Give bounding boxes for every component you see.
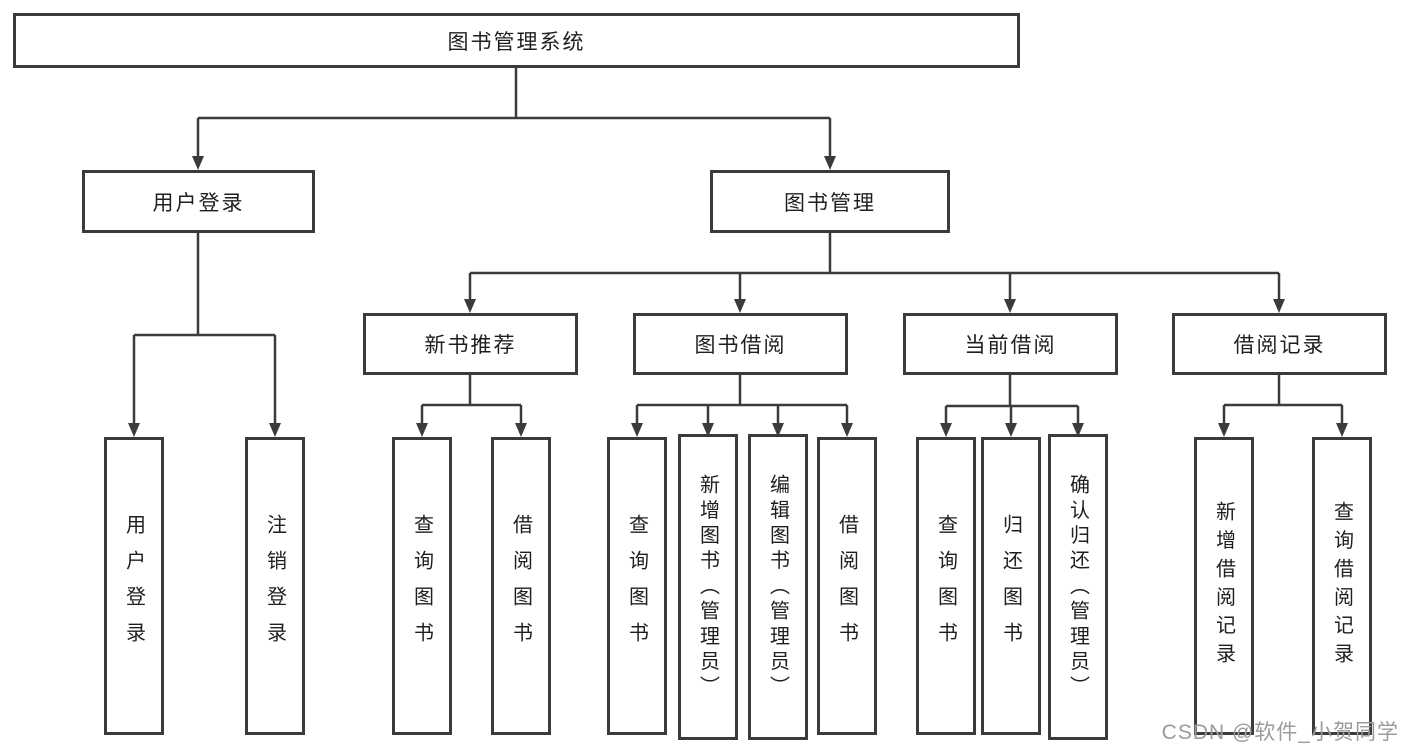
csdn-watermark: CSDN @软件_小贺同学 — [1161, 721, 1399, 744]
node-book-borrow: 图书借阅 — [633, 313, 848, 375]
leaf-query-borrow-record: 查询借阅记录 — [1312, 437, 1372, 735]
leaf-current-query-books: 查询图书 — [916, 437, 976, 735]
node-user-login: 用户登录 — [82, 170, 315, 233]
leaf-add-borrow-record: 新增借阅记录 — [1194, 437, 1254, 735]
leaf-borrow-query-books: 查询图书 — [607, 437, 667, 735]
leaf-edit-books-admin: 编辑图书（管理员） — [748, 434, 808, 740]
leaf-recommend-query-books: 查询图书 — [392, 437, 452, 735]
node-new-book-recommend: 新书推荐 — [363, 313, 578, 375]
leaf-recommend-borrow-books: 借阅图书 — [491, 437, 551, 735]
leaf-return-books: 归还图书 — [981, 437, 1041, 735]
leaf-borrow-books: 借阅图书 — [817, 437, 877, 735]
leaf-add-books-admin: 新增图书（管理员） — [678, 434, 738, 740]
leaf-user-login: 用户登录 — [104, 437, 164, 735]
leaf-logout: 注销登录 — [245, 437, 305, 735]
node-root-system: 图书管理系统 — [13, 13, 1020, 68]
node-borrow-records: 借阅记录 — [1172, 313, 1387, 375]
node-book-management: 图书管理 — [710, 170, 950, 233]
leaf-confirm-return-admin: 确认归还（管理员） — [1048, 434, 1108, 740]
node-current-borrow: 当前借阅 — [903, 313, 1118, 375]
